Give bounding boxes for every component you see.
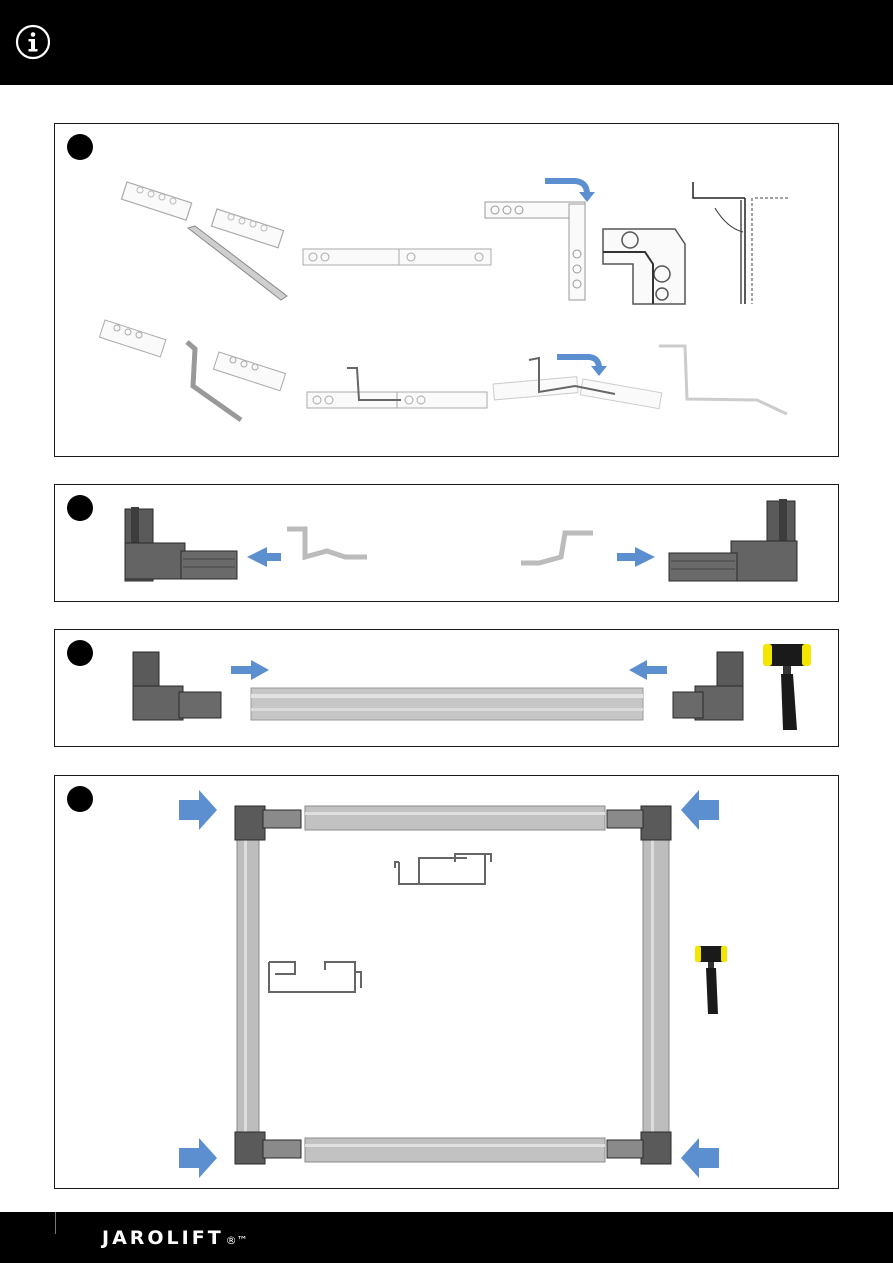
insert-plate-illustration [55, 485, 840, 603]
step-panel-3 [54, 629, 839, 747]
mount-profile-illustration [55, 630, 840, 748]
header-bar [0, 0, 893, 85]
arrow-icon [681, 1138, 719, 1178]
corner-piece-right [673, 652, 743, 720]
frame-assembly-illustration [55, 776, 840, 1190]
footer-divider [55, 1212, 56, 1234]
step-panel-4 [54, 775, 839, 1189]
arrow-icon [179, 790, 217, 830]
profile-section-top [395, 854, 491, 884]
corner-piece-left [125, 507, 237, 581]
brand-trademark: ®™ [226, 1234, 248, 1247]
corner-piece-right [669, 499, 797, 581]
mallet-icon [695, 946, 727, 1014]
frame-profile-horizontal [251, 688, 643, 720]
profile-section-left [269, 962, 361, 992]
corner-connector-illustration [55, 124, 840, 458]
arrow-icon [179, 1138, 217, 1178]
step-panel-1 [54, 123, 839, 457]
corner-piece-left [133, 652, 221, 720]
arrow-icon [681, 790, 719, 830]
step-panel-2 [54, 484, 839, 602]
brand-logo: JAROLIFT ®™ [102, 1227, 248, 1249]
brand-name: JAROLIFT [102, 1227, 224, 1249]
mallet-icon [763, 644, 811, 730]
info-icon [15, 24, 51, 60]
